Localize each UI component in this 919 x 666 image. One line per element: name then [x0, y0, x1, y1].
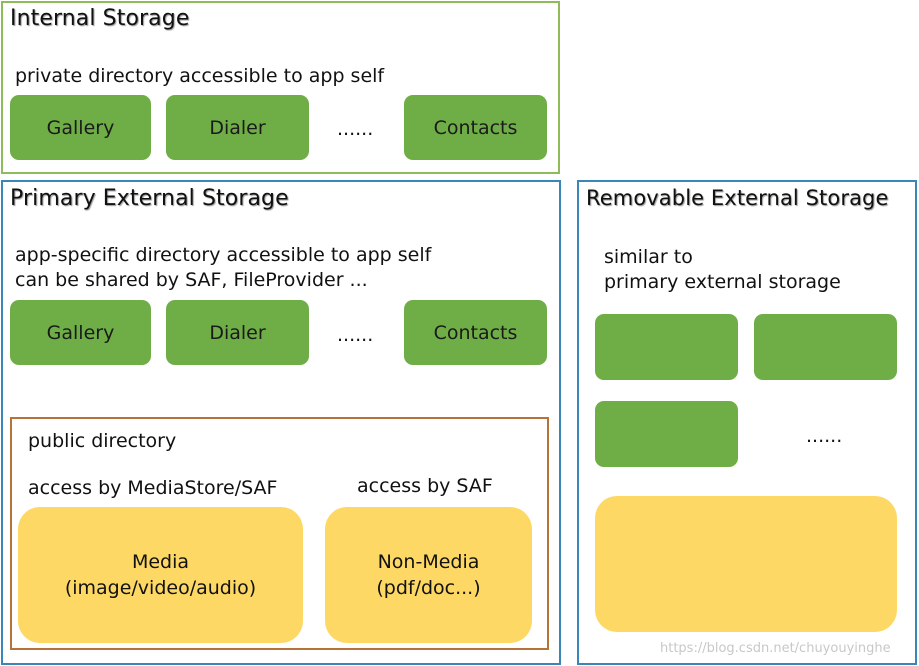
watermark: https://blog.csdn.net/chuyouyinghe [660, 641, 891, 656]
primary-external-storage-panel [1, 180, 561, 665]
internal-apps-ellipsis: ...... [337, 118, 374, 140]
removable-apps-ellipsis: ...... [806, 425, 843, 447]
removable-description-line1: similar to [604, 246, 693, 268]
media-box-types: (image/video/audio) [64, 577, 257, 599]
public-directory-title: public directory [28, 430, 177, 452]
nonmedia-box-types: (pdf/doc...) [376, 577, 481, 599]
primary-description-line2: can be shared by SAF, FileProvider ... [15, 269, 368, 291]
nonmedia-box-title: Non-Media [377, 551, 480, 573]
primary-app-gallery: Gallery [10, 300, 151, 365]
primary-app-contacts: Contacts [404, 300, 547, 365]
media-box-title: Media [131, 551, 190, 573]
nonmedia-access-label: access by SAF [357, 475, 493, 497]
primary-apps-ellipsis: ...... [337, 324, 374, 346]
internal-storage-title: Internal Storage [10, 6, 190, 31]
removable-app-block-3 [595, 401, 738, 467]
removable-external-storage-title: Removable External Storage [586, 186, 889, 210]
removable-app-block-2 [754, 314, 897, 380]
removable-public-block [595, 496, 897, 632]
removable-app-block-1 [595, 314, 738, 380]
internal-app-contacts: Contacts [404, 95, 547, 160]
media-access-label: access by MediaStore/SAF [28, 477, 278, 499]
nonmedia-box: Non-Media (pdf/doc...) [325, 507, 532, 643]
internal-storage-panel [1, 1, 560, 174]
primary-description-line1: app-specific directory accessible to app… [15, 244, 432, 266]
internal-app-dialer: Dialer [166, 95, 309, 160]
public-directory-panel [10, 417, 549, 650]
primary-app-dialer: Dialer [166, 300, 309, 365]
internal-storage-description: private directory accessible to app self [15, 65, 385, 87]
removable-external-storage-panel [577, 180, 917, 665]
removable-description-line2: primary external storage [604, 271, 841, 293]
primary-external-storage-title: Primary External Storage [10, 186, 289, 211]
media-box: Media (image/video/audio) [18, 507, 303, 643]
internal-app-gallery: Gallery [10, 95, 151, 160]
